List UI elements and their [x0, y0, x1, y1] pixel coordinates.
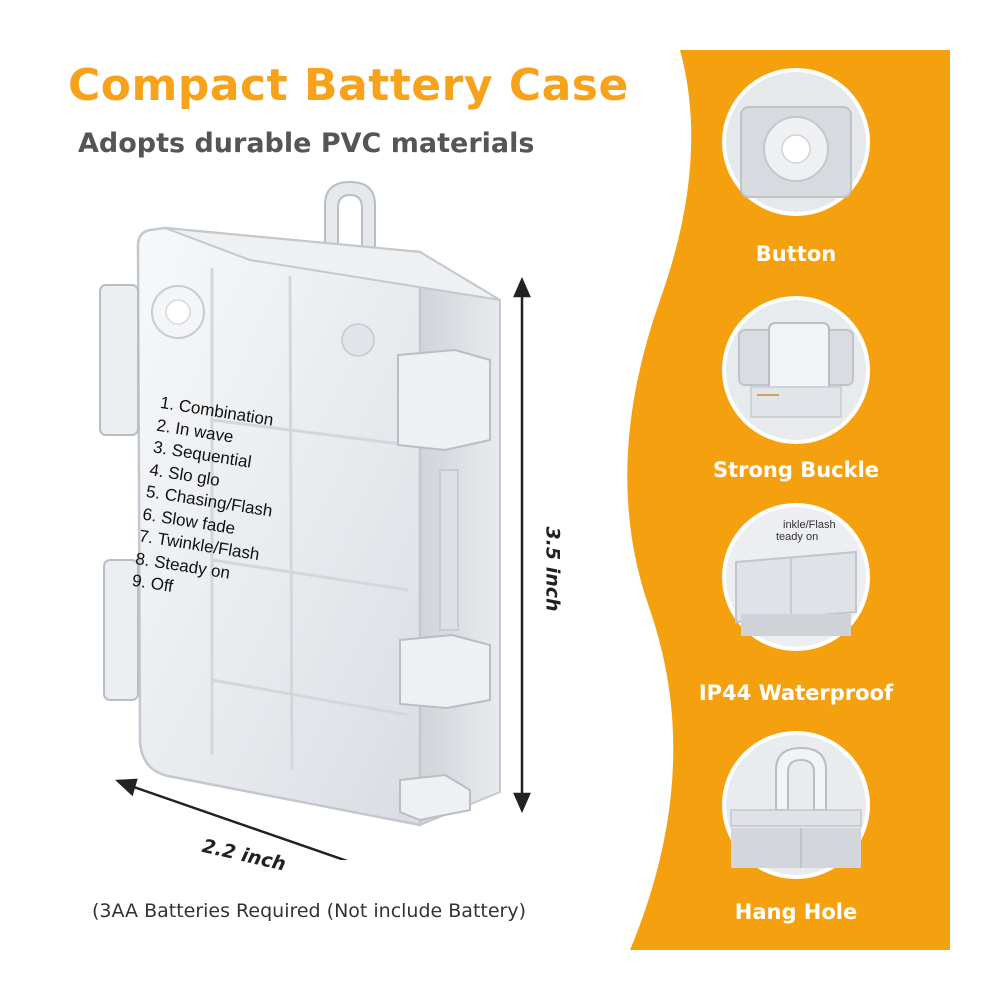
svg-text:teady on: teady on: [776, 531, 818, 543]
svg-text:inkle/Flash: inkle/Flash: [783, 519, 836, 531]
feature-buckle: [721, 295, 871, 445]
case-body: [136, 226, 422, 827]
buckle-closeup-icon: [722, 296, 870, 444]
page-subtitle: Adopts durable PVC materials: [78, 128, 535, 159]
hang-hole-closeup-icon: [722, 731, 870, 879]
page-title: Compact Battery Case: [68, 60, 629, 111]
feature-panel: Button Strong Buckle inkle/Flash teady o…: [620, 50, 950, 950]
waterproof-closeup-icon: inkle/Flash teady on: [722, 503, 870, 651]
feature-label-waterproof: IP44 Waterproof: [698, 681, 894, 705]
panel-background: [627, 50, 950, 950]
height-dimension-label: 3.5 inch: [541, 526, 564, 612]
battery-footnote: (3AA Batteries Required (Not include Bat…: [92, 900, 527, 922]
button-closeup-icon: [722, 68, 870, 216]
battery-case-illustration: [99, 180, 531, 860]
feature-hang-hole: [721, 730, 871, 880]
feature-waterproof: inkle/Flash teady on: [721, 502, 871, 652]
feature-button: [721, 67, 871, 217]
feature-label-hang-hole: Hang Hole: [734, 900, 858, 924]
feature-label-button: Button: [755, 242, 837, 266]
feature-label-buckle: Strong Buckle: [712, 458, 880, 482]
